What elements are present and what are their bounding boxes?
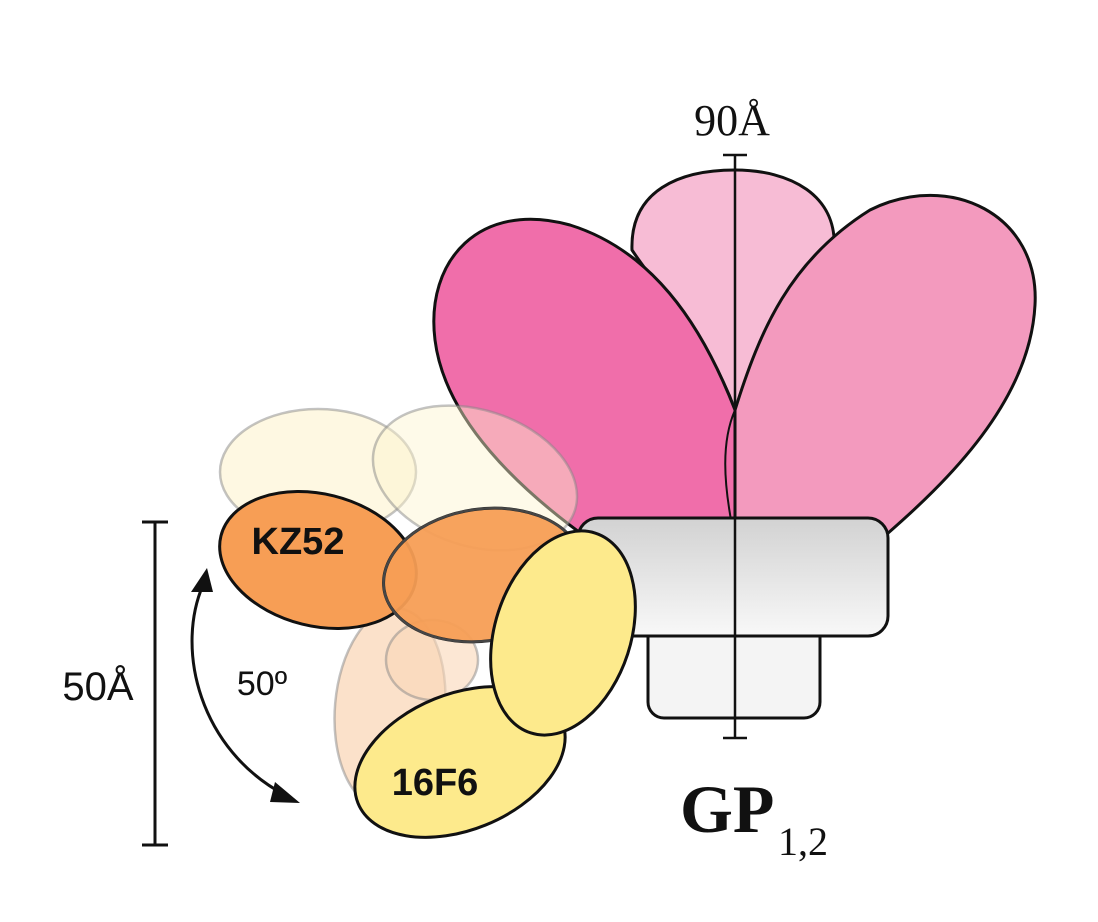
width-scale-bar: 90Å	[694, 96, 770, 740]
width-scale-label: 90Å	[694, 96, 770, 145]
angle-label: 50º	[237, 665, 287, 703]
antibody-16f6: 16F6	[353, 529, 637, 839]
arrowhead-down	[270, 782, 300, 803]
kz52-label: KZ52	[252, 521, 345, 563]
rotation-arrow: 50º	[190, 568, 300, 803]
gp-lobe-right	[733, 193, 1037, 542]
gp-label-subscript: 1,2	[778, 819, 828, 864]
16f6-ellipse-upper	[489, 529, 637, 737]
height-scale-bar: 50Å	[62, 520, 168, 847]
16f6-label: 16F6	[392, 762, 479, 804]
gp-glycoprotein	[432, 168, 1037, 720]
gp-label: GP 1,2	[680, 771, 828, 864]
gp-lobe-left	[432, 217, 737, 542]
height-scale-label: 50Å	[62, 664, 133, 709]
gp-label-main: GP	[680, 771, 774, 847]
arrowhead-up	[191, 568, 213, 592]
